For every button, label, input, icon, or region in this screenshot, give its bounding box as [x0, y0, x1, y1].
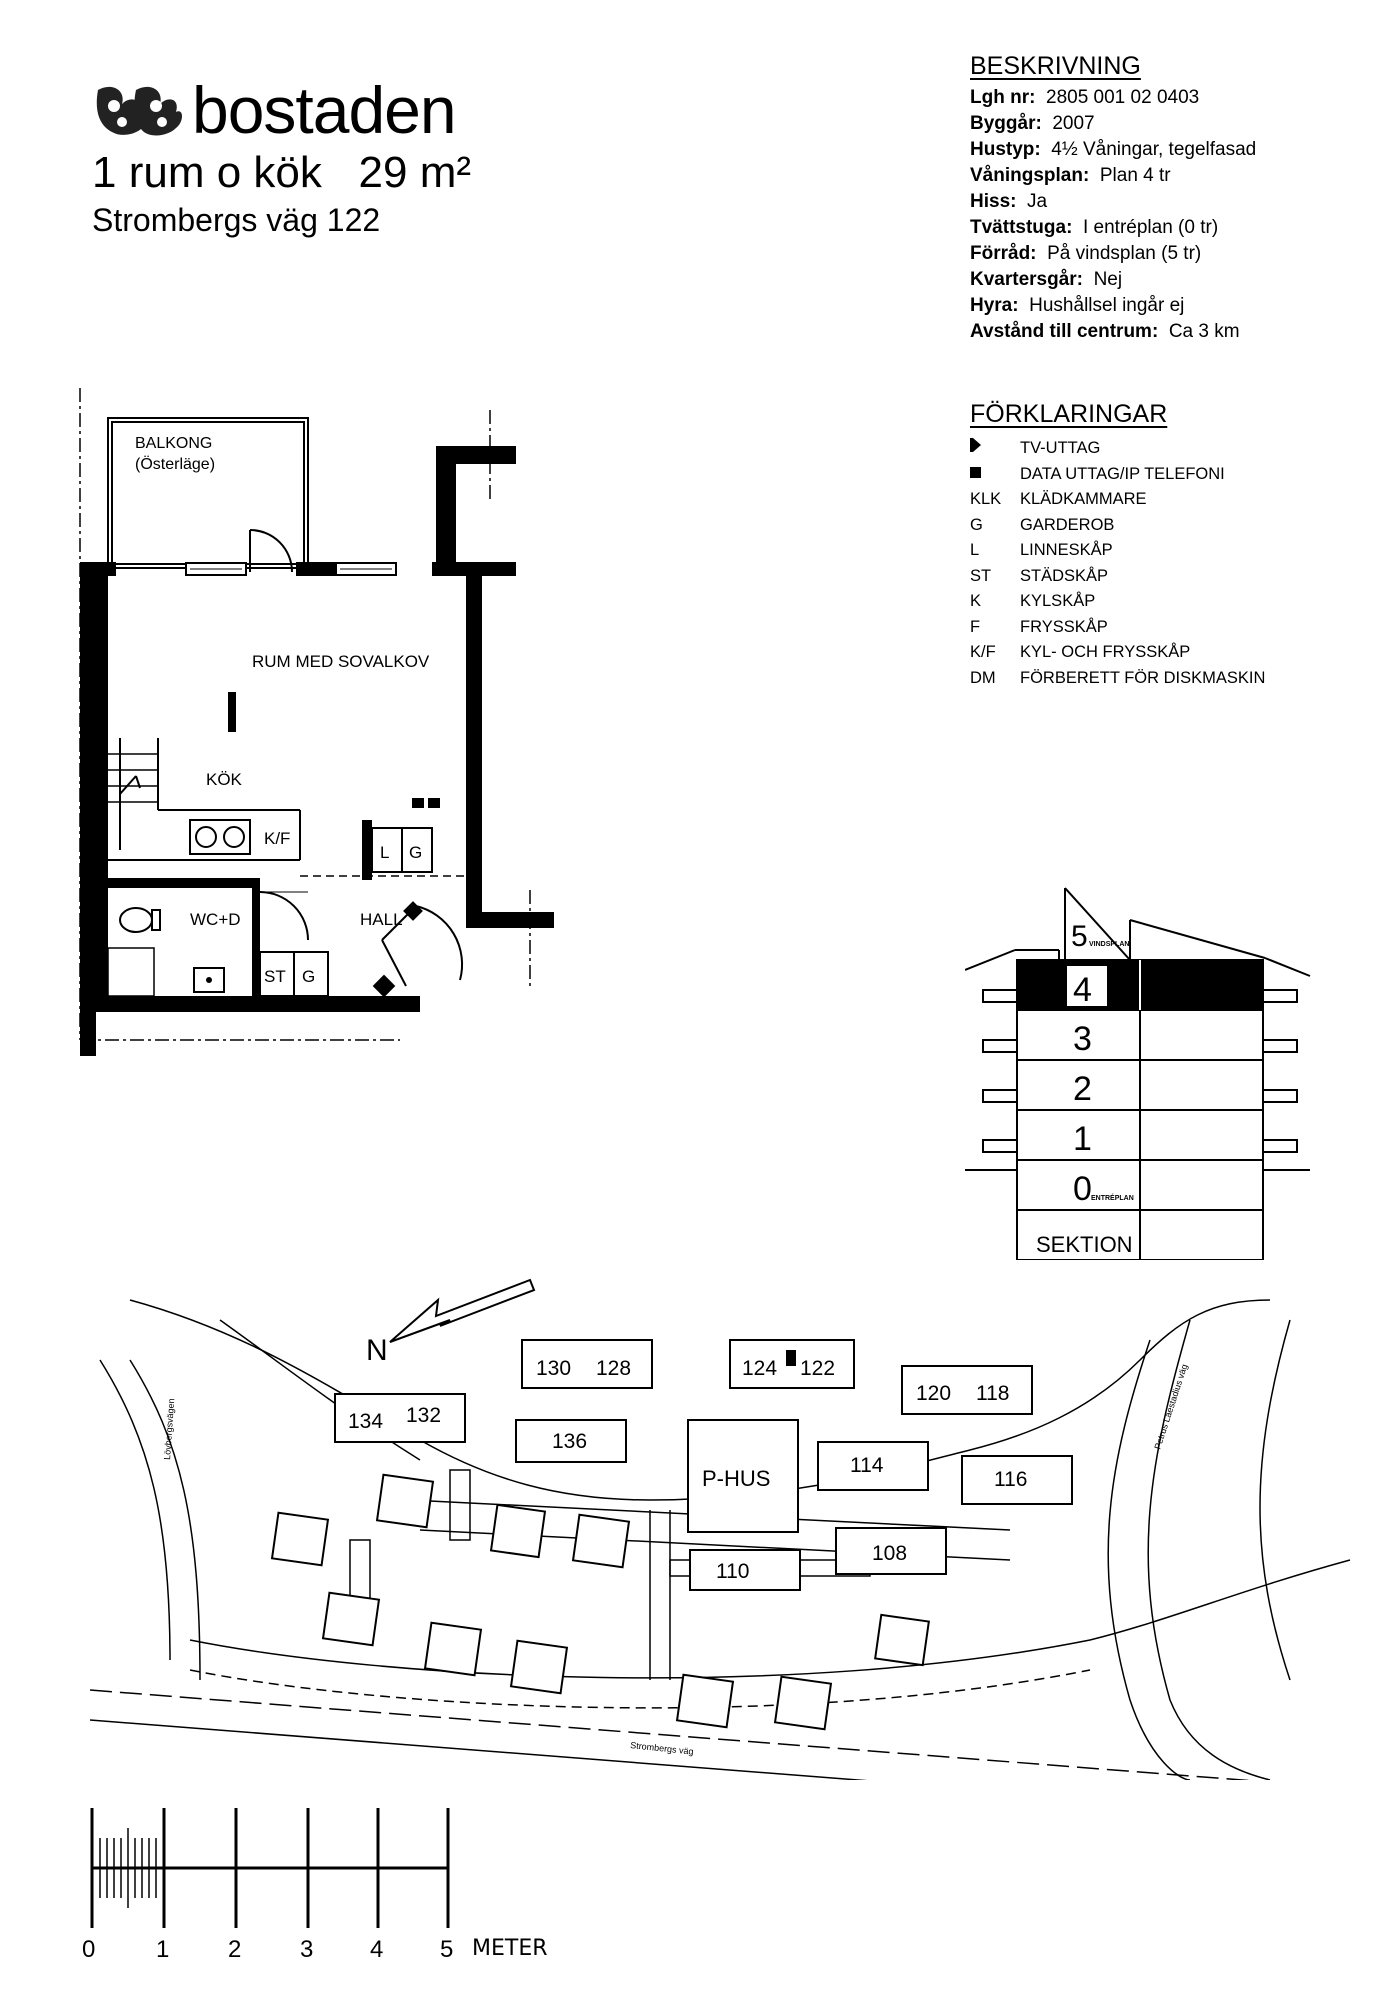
road-petrus: Petrus Laestadius väg	[1152, 1363, 1189, 1451]
floor-5-sub: VINDSPLAN	[1089, 941, 1129, 948]
description-row: Byggår: 2007	[970, 113, 1095, 134]
building-108: 108	[872, 1542, 907, 1565]
description-row: Tvättstuga: I entréplan (0 tr)	[970, 217, 1219, 238]
floor-1-label: 1	[1073, 1120, 1092, 1158]
scale-tick-0: 0	[82, 1936, 96, 1963]
building-134: 134	[348, 1410, 383, 1433]
description-row: Våningsplan: Plan 4 tr	[970, 165, 1171, 186]
description-row: Hyra: Hushållsel ingår ej	[970, 295, 1185, 316]
scale-tick-4: 4	[370, 1936, 384, 1963]
scale-unit: METER	[472, 1936, 548, 1961]
brand-name: bostaden	[192, 73, 457, 147]
building-130: 130	[536, 1357, 571, 1380]
legend-item: DATA UTTAG/IP TELEFONI	[970, 462, 1265, 488]
closet-l-label: L	[380, 843, 389, 862]
logo: bostaden	[92, 72, 462, 152]
building-110: 110	[716, 1560, 749, 1583]
description-row: Lgh nr: 2805 001 02 0403	[970, 87, 1200, 108]
legend-heading: FÖRKLARINGAR	[970, 400, 1168, 428]
building-136: 136	[552, 1430, 587, 1453]
hall-label: HALL	[360, 910, 403, 929]
scale-labels: 0 1 2 3 4 5 METER	[82, 1936, 582, 1968]
building-122: 122	[800, 1357, 835, 1380]
floor-3-label: 3	[1073, 1020, 1092, 1058]
bostaden-logo-icon	[96, 86, 182, 136]
floor-5-label: 5	[1071, 920, 1088, 953]
description-row: Förråd: På vindsplan (5 tr)	[970, 243, 1202, 264]
scale-tick-2: 2	[228, 1936, 242, 1963]
floor-4-label: 4	[1073, 971, 1092, 1009]
scale-tick-5: 5	[440, 1936, 454, 1963]
balcony-label: BALKONG	[135, 435, 212, 452]
legend-item: TV-UTTAG	[970, 436, 1265, 462]
closet-g-label: G	[409, 843, 422, 862]
description-row: Avstånd till centrum: Ca 3 km	[970, 321, 1240, 342]
building-128: 128	[596, 1357, 631, 1380]
building-114: 114	[850, 1454, 884, 1477]
site-plan: N P-HUS 130 128 124 122 120 118 134 132 …	[90, 1278, 1351, 1780]
kf-label: K/F	[264, 829, 290, 848]
building-118: 118	[976, 1382, 1009, 1405]
description-list: Lgh nr: 2805 001 02 0403 Byggår: 2007 Hu…	[970, 85, 1256, 345]
current-building-marker	[786, 1350, 796, 1366]
scale-tick-3: 3	[300, 1936, 314, 1963]
building-132: 132	[406, 1404, 441, 1427]
floor-0-label: 0	[1073, 1170, 1092, 1208]
wc-label: WC+D	[190, 910, 241, 929]
scale-tick-1: 1	[156, 1936, 170, 1963]
scale-bar	[90, 1808, 450, 1928]
north-arrow-icon	[389, 1278, 536, 1343]
road-strombergs: Strombergs väg	[630, 1740, 694, 1757]
parking-label: P-HUS	[702, 1466, 770, 1491]
description-row: Hustyp: 4½ Våningar, tegelfasad	[970, 139, 1257, 160]
description-row: Hiss: Ja	[970, 191, 1048, 212]
floor-plan: BALKONG (Österläge) RUM MED SOVALKOV	[79, 388, 554, 1056]
tv-outlet-icon	[970, 438, 981, 452]
closet-st-label: ST	[264, 967, 286, 986]
closet-g2-label: G	[302, 967, 315, 986]
data-outlet-icon	[970, 466, 981, 478]
apartment-address: Strombergs väg 122	[92, 202, 381, 238]
description-row: Kvartersgår: Nej	[970, 269, 1123, 290]
building-124: 124	[742, 1357, 777, 1380]
balcony-orientation: (Österläge)	[135, 455, 215, 473]
road-lovbergs: Lövbergsvägen	[162, 1398, 176, 1460]
section-caption: SEKTION	[1036, 1232, 1133, 1257]
apartment-title: 1 rum o kök 29 m²	[92, 148, 472, 197]
building-120: 120	[916, 1382, 951, 1405]
description-heading: BESKRIVNING	[970, 52, 1141, 80]
room-label: RUM MED SOVALKOV	[252, 652, 430, 671]
building-116: 116	[994, 1468, 1027, 1491]
north-label: N	[366, 1334, 388, 1367]
kitchen-label: KÖK	[206, 770, 243, 789]
building-section: 4 5 VINDSPLAN 3 2 1 0 ENTRÉPLAN	[965, 887, 1311, 1260]
floor-2-label: 2	[1073, 1070, 1092, 1108]
floor-0-sub: ENTRÉPLAN	[1091, 1193, 1134, 1202]
